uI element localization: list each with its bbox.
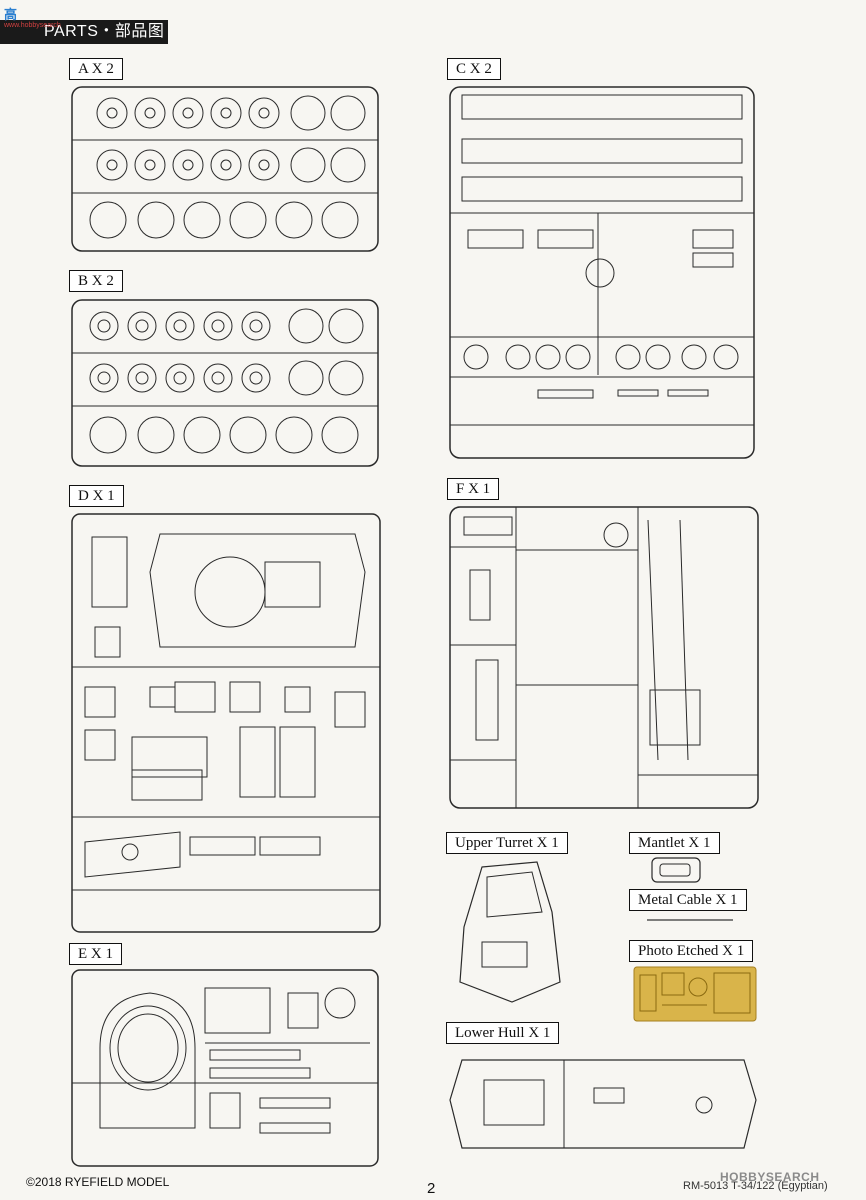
metal-cable-label: Metal Cable X 1 xyxy=(629,889,747,911)
parts-title: PARTS・部品图 xyxy=(44,23,165,40)
sprue-label-e: E X 1 xyxy=(69,943,122,965)
product-code: RM-5013 T-34/122 (Egyptian) xyxy=(683,1180,828,1192)
sprue-label-d: D X 1 xyxy=(69,485,124,507)
sprue-e-frame xyxy=(71,969,379,1167)
sprue-label-b: B X 2 xyxy=(69,270,123,292)
sprue-a-frame xyxy=(71,86,379,252)
photo-etched-label: Photo Etched X 1 xyxy=(629,940,754,962)
sprue-label-a: A X 2 xyxy=(69,58,123,80)
logo-glyph: 高 xyxy=(4,8,18,23)
logo-url: www.hobbysearch xyxy=(4,22,61,29)
copyright-text: ©2018 RYEFIELD MODEL xyxy=(26,1175,170,1189)
page-number: 2 xyxy=(427,1180,436,1197)
sprue-label-f: F X 1 xyxy=(447,478,500,500)
sprue-d-frame xyxy=(71,513,381,933)
watermark-logo: 高 www.hobbysearch xyxy=(2,2,61,38)
photo-etched-fret xyxy=(633,966,757,1022)
sprue-c-frame xyxy=(449,86,755,459)
upper-turret-label: Upper Turret X 1 xyxy=(446,832,568,854)
mantlet-label: Mantlet X 1 xyxy=(629,832,720,854)
watermark-text: HOBBYSEARCH xyxy=(720,1170,820,1184)
mantlet-part xyxy=(651,857,701,883)
metal-cable-part xyxy=(647,919,733,921)
sprue-label-c: C X 2 xyxy=(447,58,501,80)
parts-header-bar: PARTS・部品图 xyxy=(0,20,168,44)
lower-hull-label: Lower Hull X 1 xyxy=(446,1022,560,1044)
lower-hull-part xyxy=(449,1059,757,1149)
sprue-b-frame xyxy=(71,299,379,467)
sprue-f-frame xyxy=(449,506,759,809)
upper-turret-part xyxy=(459,861,561,1003)
